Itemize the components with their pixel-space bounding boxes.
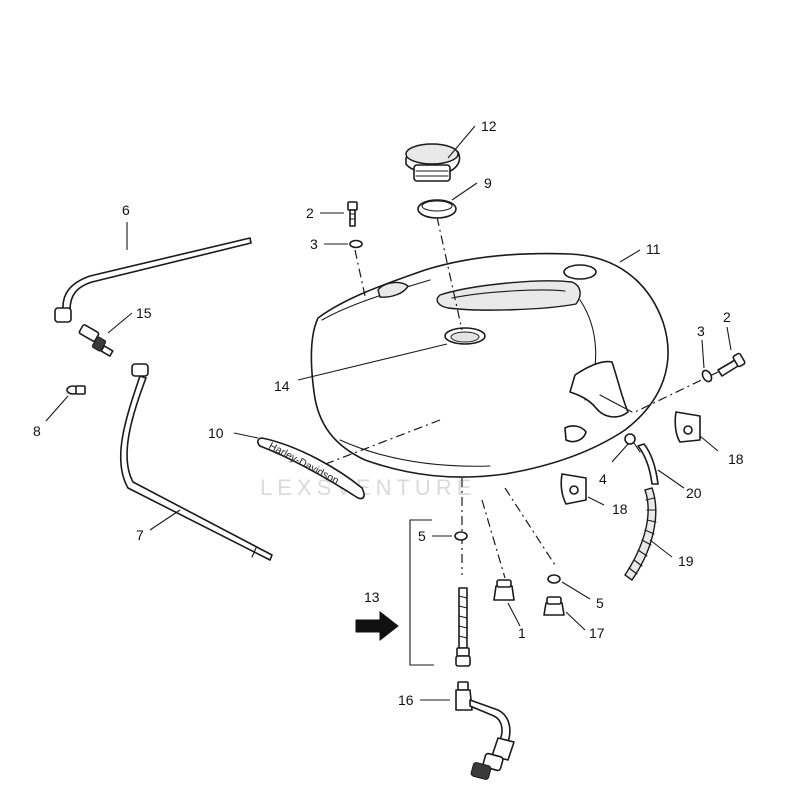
callout-5-left: 5 [418,528,426,544]
screw-right [717,352,746,377]
callout-9: 9 [484,175,492,191]
callout-15: 15 [136,305,152,321]
drain-plug [543,596,565,616]
hose-clamp [66,385,86,395]
callout-19: 19 [678,553,694,569]
arrow-right-icon [355,610,399,642]
washer-top [349,239,363,249]
callout-18-bottom: 18 [612,501,628,517]
callout-8: 8 [33,423,41,439]
callout-labels: 12 9 2 3 11 6 15 8 10 7 14 3 2 4 20 18 1… [33,118,744,708]
washer-drain [454,531,468,541]
callout-3-top: 3 [310,236,318,252]
callout-14: 14 [274,378,290,394]
leader-lines [45,125,732,701]
callout-11: 11 [646,241,661,257]
tank-port [563,264,597,280]
callout-16: 16 [398,692,414,708]
filler-cap [405,143,461,182]
callout-4: 4 [599,471,607,487]
short-hose [637,443,659,485]
tank-mount-bracket [569,360,629,418]
callout-3-right: 3 [697,323,705,339]
corrugated-hose [624,487,657,581]
screw-top [347,201,358,227]
callout-1: 1 [518,625,526,641]
callout-18-right: 18 [728,451,744,467]
plug [493,579,515,601]
vent-hose [54,237,252,323]
washer-plug [547,574,561,584]
assembly-centerlines [309,216,719,579]
tank-top-opening [436,280,581,311]
vent-fitting [78,324,114,357]
callout-7: 7 [136,527,144,543]
tank-front-boss [377,281,409,298]
callout-13: 13 [364,589,380,605]
callout-2-top: 2 [306,205,314,221]
drain-valve [455,681,515,780]
drain-hose-assembly [409,519,471,667]
mount-plate-bottom [560,473,587,505]
oil-tank-body [310,252,669,478]
washer-right [701,369,713,383]
callout-5-right: 5 [596,595,604,611]
callout-2-right: 2 [723,309,731,325]
callout-12: 12 [481,118,497,134]
callout-20: 20 [686,485,702,501]
callout-6: 6 [122,202,130,218]
callout-17: 17 [589,625,605,641]
watermark-text: LEXSVENTURE [260,475,476,500]
return-hose [119,363,273,561]
elbow-fitting [624,433,641,453]
cap-gasket [417,199,457,219]
callout-10: 10 [208,425,224,441]
mount-plate-right [674,411,701,443]
